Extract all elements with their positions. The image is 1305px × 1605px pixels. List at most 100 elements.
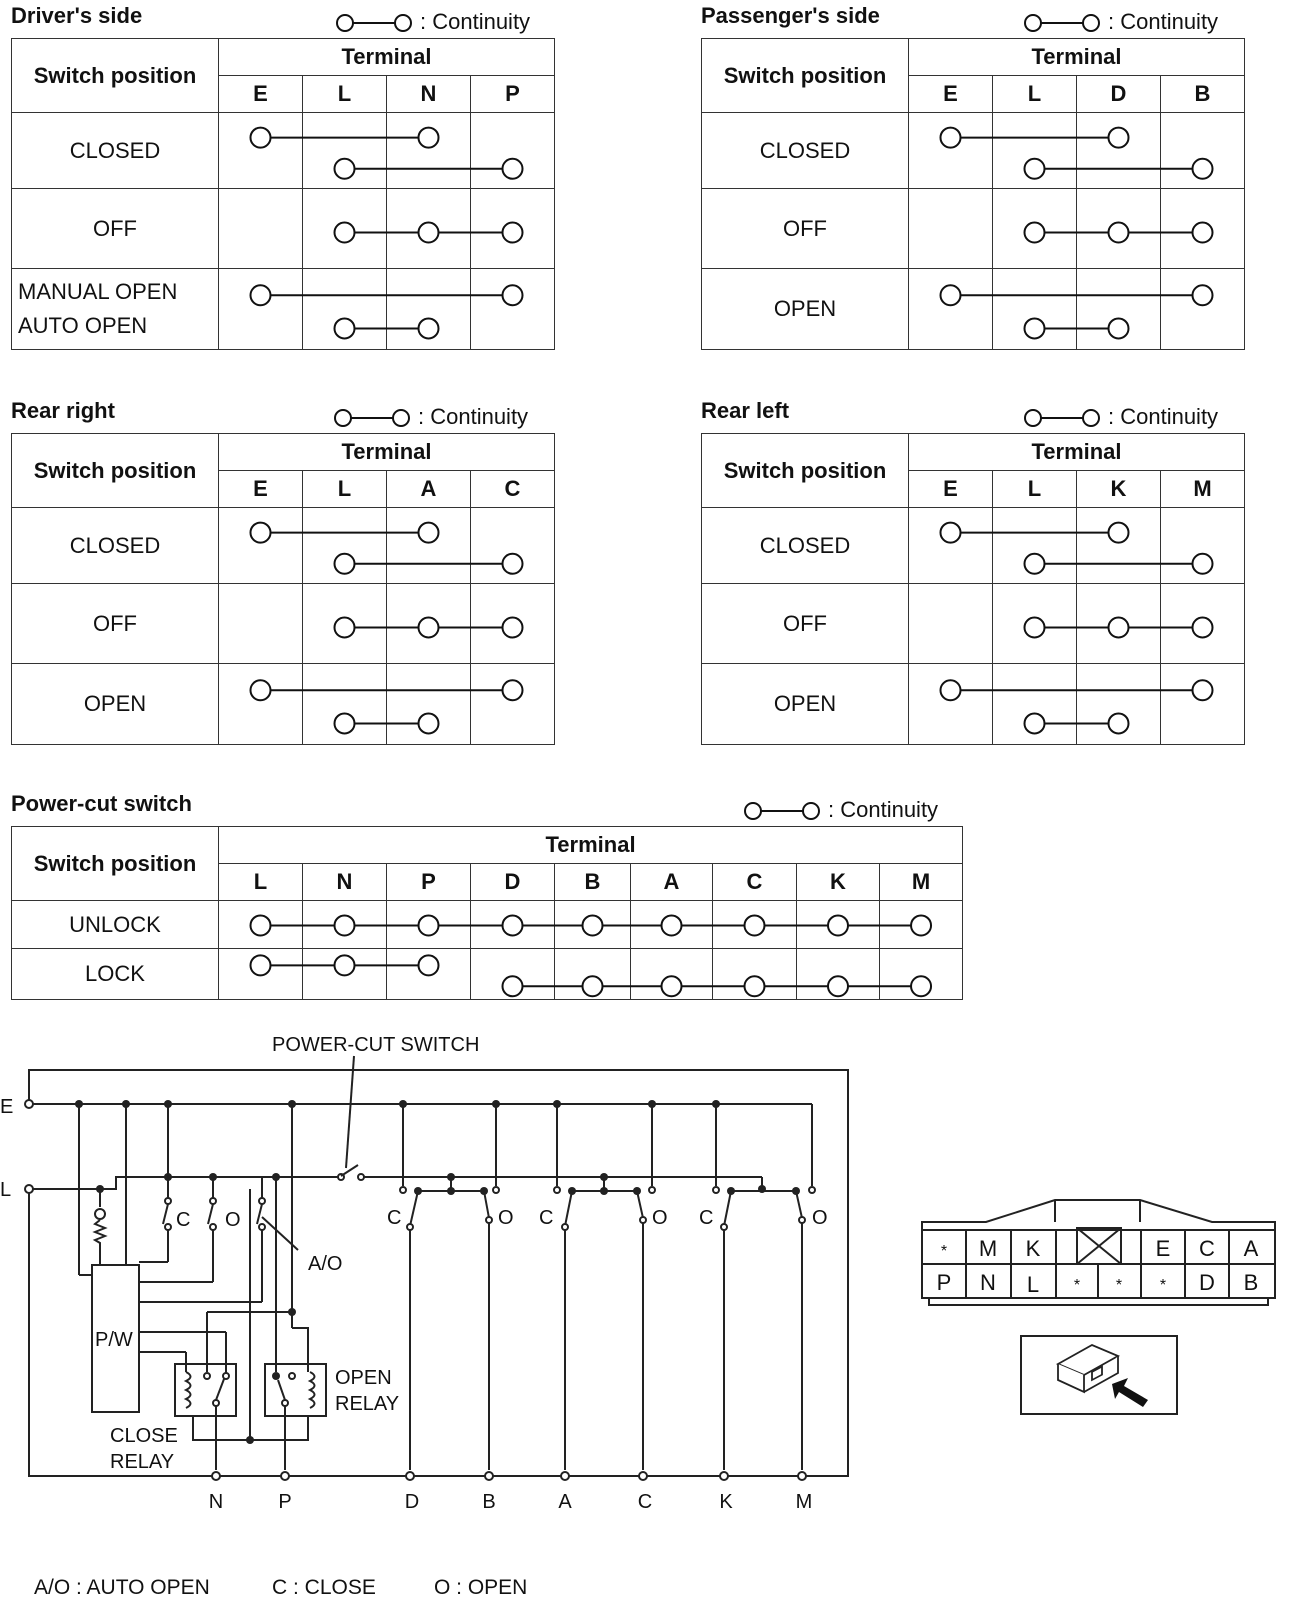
bottom-terminal-label: K bbox=[719, 1491, 733, 1513]
window-switch-passenger: C O bbox=[387, 1177, 514, 1470]
close-relay-coil-icon bbox=[183, 1371, 192, 1409]
connector-pin: P bbox=[937, 1270, 952, 1295]
connector-pin: C bbox=[1199, 1236, 1215, 1261]
switch-position: CLOSED bbox=[701, 112, 909, 189]
schematic-frame bbox=[28, 1069, 849, 1477]
pw-label: P/W bbox=[95, 1329, 133, 1351]
note: O : OPEN bbox=[434, 1576, 528, 1599]
switch-position: CLOSED bbox=[701, 507, 909, 584]
continuity-symbol-icon bbox=[334, 409, 410, 427]
continuity-table-rear-left: Switch position Terminal E L K M CLOSED … bbox=[701, 433, 1245, 745]
leader-line bbox=[345, 1055, 355, 1169]
bottom-terminal-label: C bbox=[638, 1491, 652, 1513]
table-title: Rear left bbox=[701, 398, 790, 423]
legend-label: : Continuity bbox=[420, 9, 531, 34]
terminal-label: E bbox=[218, 470, 303, 508]
terminal-label: L bbox=[992, 470, 1077, 508]
connector-pin: N bbox=[980, 1270, 996, 1295]
terminal-label: L bbox=[302, 470, 387, 508]
switch-position: UNLOCK bbox=[11, 900, 219, 949]
table-title: Power-cut switch bbox=[11, 791, 192, 816]
terminal-label: L bbox=[302, 75, 387, 113]
switch-position: OPEN bbox=[11, 663, 219, 745]
connector-pin: * bbox=[1160, 1277, 1166, 1294]
terminal-label: N bbox=[302, 863, 387, 901]
continuity-table-power-cut: Switch position Terminal L N P D B A C K… bbox=[11, 826, 964, 1000]
close-relay-label: RELAY bbox=[110, 1451, 174, 1473]
close-relay bbox=[174, 1363, 237, 1417]
terminal-label: M bbox=[1160, 470, 1245, 508]
row-header: Switch position bbox=[11, 826, 219, 901]
terminal-header: Terminal bbox=[908, 433, 1245, 471]
terminal-label: C bbox=[470, 470, 555, 508]
contact-c-label: C bbox=[539, 1207, 553, 1229]
bottom-terminal-label: M bbox=[796, 1491, 813, 1513]
terminal-label: B bbox=[554, 863, 631, 901]
terminal-label: P bbox=[470, 75, 555, 113]
terminal-label: E bbox=[908, 470, 993, 508]
connector-lock-icon bbox=[1076, 1227, 1122, 1265]
note: A/O : AUTO OPEN bbox=[34, 1576, 210, 1599]
contact-o-label: O bbox=[812, 1207, 828, 1229]
power-cut-switch-contact bbox=[340, 1164, 359, 1177]
row-header: Switch position bbox=[701, 38, 909, 113]
open-relay bbox=[264, 1363, 327, 1417]
terminal-label: D bbox=[470, 863, 555, 901]
contact-o-label: O bbox=[498, 1207, 514, 1229]
contact-o-label: O bbox=[652, 1207, 668, 1229]
terminal-label: E bbox=[218, 75, 303, 113]
terminal-e-label: E bbox=[0, 1096, 13, 1118]
continuity-symbol-icon bbox=[336, 14, 412, 32]
terminal-header: Terminal bbox=[218, 38, 555, 76]
continuity-table-rear-right: Switch position Terminal E L A C CLOSED … bbox=[11, 433, 555, 745]
terminal-label: D bbox=[1076, 75, 1161, 113]
window-switch-rear-right: C O bbox=[539, 1177, 668, 1470]
terminal-label: A bbox=[386, 470, 471, 508]
switch-position: OFF bbox=[701, 583, 909, 664]
bottom-terminal-label: D bbox=[405, 1491, 419, 1513]
switch-position: OFF bbox=[11, 583, 219, 664]
switch-position: CLOSED bbox=[11, 112, 219, 189]
connector-pin: M bbox=[979, 1236, 997, 1261]
connector-pin: A bbox=[1244, 1236, 1259, 1261]
terminal-label: K bbox=[1076, 470, 1161, 508]
bottom-terminal-label: N bbox=[209, 1491, 223, 1513]
terminal-l-label: L bbox=[0, 1179, 11, 1201]
legend-label: : Continuity bbox=[418, 404, 529, 429]
open-relay-label: RELAY bbox=[335, 1393, 399, 1415]
resistor-icon bbox=[92, 1219, 108, 1265]
connector-pin: L bbox=[1027, 1272, 1039, 1297]
continuity-symbol-icon bbox=[744, 802, 820, 820]
bottom-terminal-label: A bbox=[558, 1491, 572, 1513]
terminal-header: Terminal bbox=[217, 826, 964, 864]
contact-c-label: C bbox=[176, 1209, 190, 1231]
switch-position: OPEN bbox=[701, 663, 909, 745]
open-relay-coil-icon bbox=[307, 1371, 316, 1409]
table-title: Rear right bbox=[11, 398, 115, 423]
contact-c-label: C bbox=[699, 1207, 713, 1229]
continuity-table-passengers: Switch position Terminal E L D B CLOSED … bbox=[701, 38, 1245, 350]
switch-position: CLOSED bbox=[11, 507, 219, 584]
connector-view-icon bbox=[1055, 1343, 1121, 1394]
position-line: MANUAL OPEN bbox=[18, 279, 178, 304]
switch-position: LOCK bbox=[11, 948, 219, 1000]
connector-locator-box bbox=[1020, 1335, 1178, 1415]
switch-position: OFF bbox=[701, 188, 909, 269]
connector-pin: E bbox=[1156, 1236, 1171, 1261]
close-relay-label: CLOSE bbox=[110, 1425, 178, 1447]
row-header: Switch position bbox=[11, 433, 219, 508]
contact-c-label: C bbox=[387, 1207, 401, 1229]
table-title: Driver's side bbox=[11, 3, 143, 28]
bottom-terminal-label: P bbox=[278, 1491, 291, 1513]
power-cut-switch-label: POWER-CUT SWITCH bbox=[272, 1034, 479, 1056]
bottom-terminal-label: B bbox=[482, 1491, 495, 1513]
connector-pin: * bbox=[941, 1243, 947, 1260]
terminal-label: C bbox=[712, 863, 797, 901]
row-header: Switch position bbox=[11, 38, 219, 113]
continuity-table-drivers: Switch position Terminal E L N P CLOSED … bbox=[11, 38, 555, 350]
contact-o-label: O bbox=[225, 1209, 241, 1231]
terminal-label: B bbox=[1160, 75, 1245, 113]
legend-label: : Continuity bbox=[1108, 9, 1219, 34]
continuity-symbol-icon bbox=[1024, 14, 1100, 32]
pw-module bbox=[91, 1264, 140, 1413]
